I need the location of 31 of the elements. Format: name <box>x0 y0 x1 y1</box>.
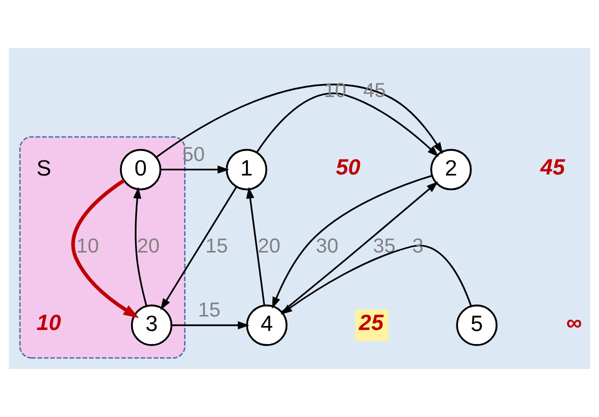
node-circle: 3 <box>130 304 172 346</box>
arrow <box>246 186 266 306</box>
node-circle: 2 <box>430 148 472 190</box>
edge-label: 15 <box>198 300 220 322</box>
node-circle: 1 <box>226 148 268 190</box>
edge-label: 10 <box>76 236 99 258</box>
node-label: 50 <box>336 154 360 180</box>
arrow <box>133 186 148 306</box>
edge-label: 20 <box>137 236 160 258</box>
arrow <box>156 84 443 158</box>
arrow <box>160 186 238 310</box>
arrow <box>71 178 140 318</box>
node-label: ∞ <box>566 310 582 336</box>
edge-label: 20 <box>258 236 280 258</box>
arrow <box>172 321 250 330</box>
node-label: 25 <box>358 310 384 336</box>
arrow <box>160 166 230 174</box>
edge-label: 35 <box>372 236 396 258</box>
node-label: 45 <box>540 154 565 180</box>
edge-label: 30 <box>316 236 338 258</box>
arrow <box>272 174 432 309</box>
arrow <box>256 92 439 157</box>
edge-label: 15 <box>205 236 228 258</box>
node-circle: 0 <box>120 148 162 190</box>
arrow <box>280 244 472 315</box>
edge-label: 50 <box>182 144 205 166</box>
node-label: S <box>36 155 52 180</box>
arrow <box>281 181 438 313</box>
node-label: 10 <box>36 310 62 336</box>
node-circle: 5 <box>456 304 498 346</box>
node-circle: 4 <box>246 304 288 346</box>
